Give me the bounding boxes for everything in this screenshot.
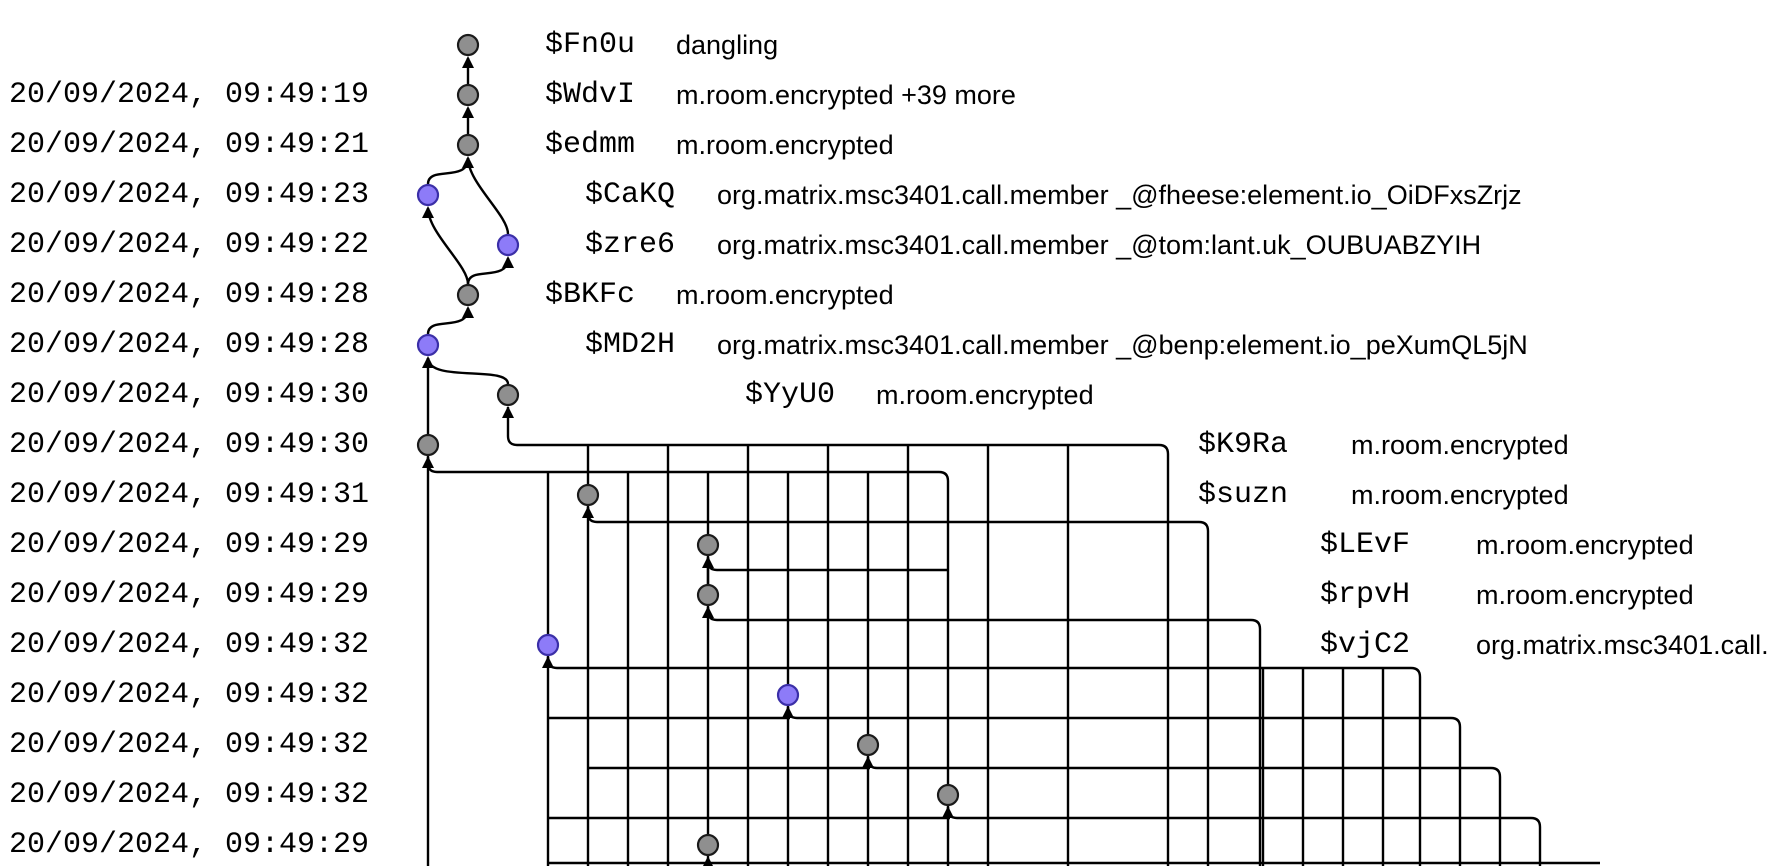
event-timestamp: 20/09/2024, 09:49:32 — [9, 678, 370, 712]
dag-connector — [506, 407, 1170, 866]
dag-connector — [546, 657, 1422, 866]
dag-node-$K9Ra[interactable] — [416, 433, 440, 457]
arrow-up-icon — [502, 406, 514, 418]
event-id: $vjC2 — [1320, 628, 1411, 662]
event-timestamp: 20/09/2024, 09:49:21 — [9, 128, 370, 162]
event-timestamp: 20/09/2024, 09:49:29 — [9, 528, 370, 562]
event-id: $BKFc — [545, 278, 636, 312]
dag-node-$edmm[interactable] — [456, 133, 480, 157]
arrow-up-icon — [462, 106, 474, 118]
event-timestamp: 20/09/2024, 09:49:23 — [9, 178, 370, 212]
event-timestamp: 20/09/2024, 09:49:29 — [9, 828, 370, 862]
dag-node-$BKFc[interactable] — [456, 283, 480, 307]
event-id: $zre6 — [585, 228, 676, 262]
event-type: org.matrix.msc3401.call. — [1476, 630, 1769, 660]
arrow-up-icon — [862, 756, 874, 768]
event-type: m.room.encrypted — [876, 380, 1094, 410]
event-id: $MD2H — [585, 328, 676, 362]
dag-edge — [426, 207, 470, 285]
arrow-up-icon — [542, 656, 554, 668]
event-timestamp: 20/09/2024, 09:49:31 — [9, 478, 370, 512]
event-type: m.room.encrypted — [676, 130, 894, 160]
dag-node-$CaKQ[interactable] — [416, 183, 440, 207]
event-timestamp: 20/09/2024, 09:49:32 — [9, 778, 370, 812]
event-id: $K9Ra — [1198, 428, 1289, 462]
event-timestamp: 20/09/2024, 09:49:19 — [9, 78, 370, 112]
dag-connector — [946, 807, 1542, 866]
event-type: m.room.encrypted — [1476, 580, 1694, 610]
dag-node-$YyU0[interactable] — [496, 383, 520, 407]
event-id: $LEvF — [1320, 528, 1411, 562]
arrow-up-icon — [703, 856, 713, 866]
event-type: m.room.encrypted — [676, 280, 894, 310]
dag-edge — [426, 307, 470, 335]
dag-edge — [466, 257, 510, 285]
dag-node-row17[interactable] — [696, 833, 720, 857]
dag-node-$vjC2[interactable] — [536, 633, 560, 657]
event-id: $suzn — [1198, 478, 1289, 512]
event-id: $YyU0 — [745, 378, 836, 412]
arrow-up-icon — [702, 606, 714, 618]
event-type: org.matrix.msc3401.call.member _@fheese:… — [717, 180, 1522, 210]
event-id: $WdvI — [545, 78, 636, 112]
dag-node-$zre6[interactable] — [496, 233, 520, 257]
dag-node-row14[interactable] — [776, 683, 800, 707]
arrow-up-icon — [582, 506, 594, 518]
event-type: m.room.encrypted — [1476, 530, 1694, 560]
arrow-up-icon — [942, 806, 954, 818]
dag-connector — [866, 757, 1502, 866]
arrow-up-icon — [782, 706, 794, 718]
dag-node-$MD2H[interactable] — [416, 333, 440, 357]
dag-node-$WdvI[interactable] — [456, 83, 480, 107]
event-timestamp: 20/09/2024, 09:49:29 — [9, 578, 370, 612]
event-timestamp: 20/09/2024, 09:49:30 — [9, 428, 370, 462]
dag-node-$rpvH[interactable] — [696, 583, 720, 607]
dag-node-$LEvF[interactable] — [696, 533, 720, 557]
event-type: m.room.encrypted +39 more — [676, 80, 1016, 110]
arrow-up-icon — [462, 56, 474, 68]
event-timestamp: 20/09/2024, 09:49:22 — [9, 228, 370, 262]
event-timestamp: 20/09/2024, 09:49:30 — [9, 378, 370, 412]
event-type: m.room.encrypted — [1351, 430, 1569, 460]
dag-connector — [426, 457, 950, 866]
event-type: m.room.encrypted — [1351, 480, 1569, 510]
dag-connector — [786, 707, 1462, 866]
dag-node-$Fn0u[interactable] — [456, 33, 480, 57]
arrow-up-icon — [422, 456, 434, 468]
arrow-up-icon — [422, 206, 434, 218]
arrow-up-icon — [462, 306, 474, 318]
dag-connector — [706, 607, 1262, 866]
dag-edge — [426, 157, 470, 185]
dag-node-$suzn[interactable] — [576, 483, 600, 507]
arrow-up-icon — [502, 256, 514, 268]
event-timestamp: 20/09/2024, 09:49:32 — [9, 628, 370, 662]
event-id: $Fn0u — [545, 28, 636, 62]
dag-node-row16[interactable] — [936, 783, 960, 807]
event-id: $rpvH — [1320, 578, 1411, 612]
event-timestamp: 20/09/2024, 09:49:32 — [9, 728, 370, 762]
dag-edge — [466, 157, 510, 235]
event-type: org.matrix.msc3401.call.member _@tom:lan… — [717, 230, 1482, 260]
dag-connector — [586, 507, 1210, 866]
event-type: org.matrix.msc3401.call.member _@benp:el… — [717, 330, 1528, 360]
dag-edge — [426, 357, 510, 385]
event-timestamp: 20/09/2024, 09:49:28 — [9, 278, 370, 312]
arrow-up-icon — [702, 556, 714, 568]
arrow-up-icon — [422, 356, 434, 368]
event-type: dangling — [676, 30, 779, 60]
event-timestamp: 20/09/2024, 09:49:28 — [9, 328, 370, 362]
dag-node-row15[interactable] — [856, 733, 880, 757]
event-id: $CaKQ — [585, 178, 676, 212]
event-id: $edmm — [545, 128, 636, 162]
arrow-up-icon — [462, 156, 474, 168]
